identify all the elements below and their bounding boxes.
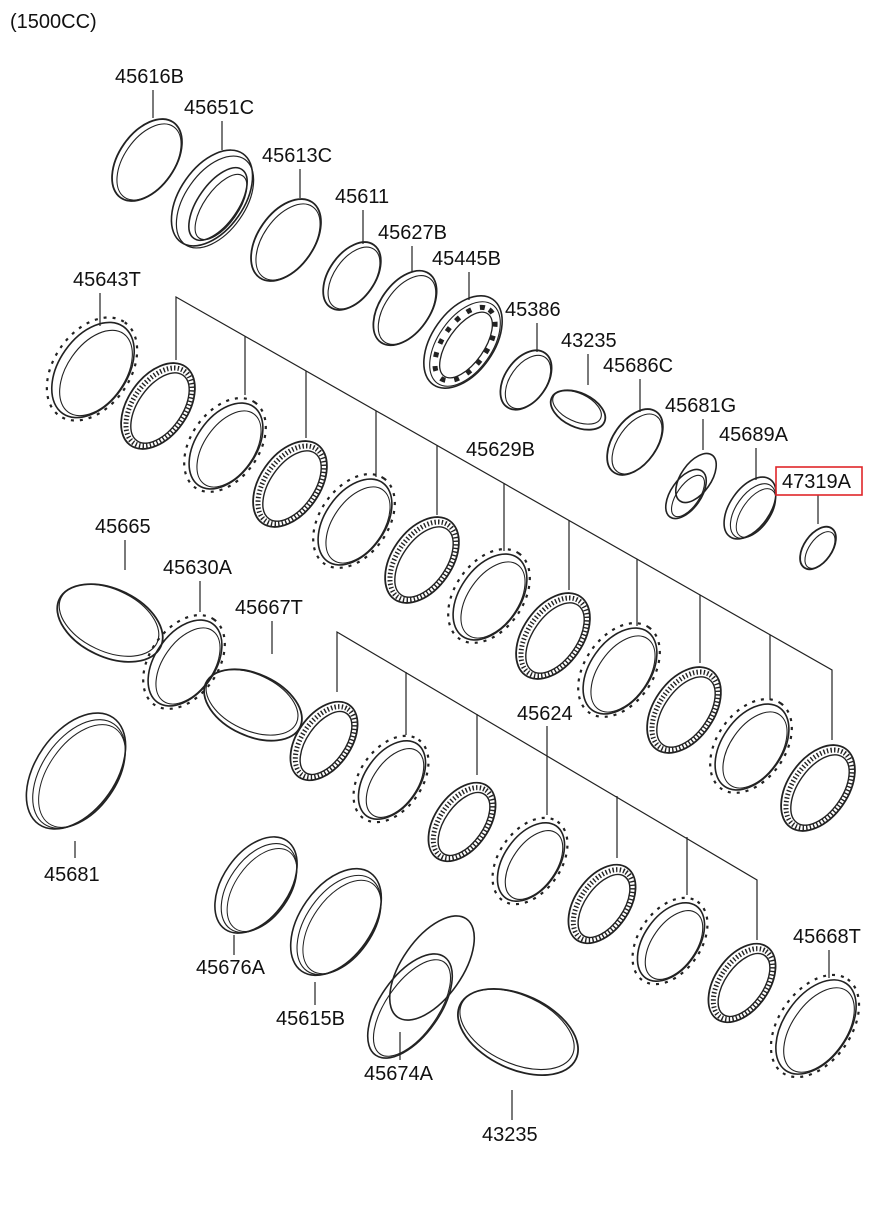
part-label: 45643T (73, 269, 141, 291)
part-45627b-4[interactable]: 45627B (360, 222, 449, 357)
clutch-plate-45624-4[interactable] (555, 852, 650, 955)
clutch-plate-45624-0[interactable] (277, 689, 372, 792)
part-label: 45668T (793, 926, 861, 948)
part-45667t-16[interactable]: 45667T (193, 597, 313, 755)
part-label: 45445B (432, 248, 501, 270)
clutch-plate-45629b-1[interactable] (167, 383, 282, 507)
clutch-plate-45624-5[interactable] (617, 884, 723, 998)
part-43235-22[interactable]: 43235 (444, 971, 591, 1146)
part-label: 45629B (466, 439, 535, 461)
clutch-plate-45629b-4[interactable] (370, 503, 474, 616)
clutch-plate-45629b-0[interactable] (106, 349, 210, 462)
clutch-plate-45629b-10[interactable] (766, 731, 870, 844)
part-label: 45613C (262, 145, 332, 167)
part-label: 45681 (44, 864, 100, 886)
part-label: 45630A (163, 557, 233, 579)
part-label: 43235 (482, 1124, 538, 1146)
part-45681g-9[interactable]: 45681G (658, 395, 737, 526)
clutch-plate-45629b-9[interactable] (693, 684, 808, 808)
part-45624-17[interactable]: 45624 (277, 689, 790, 1034)
clutch-plate-45624-1[interactable] (338, 722, 444, 836)
clutch-plate-45629b-2[interactable] (238, 427, 342, 540)
part-43235-7[interactable]: 43235 (545, 330, 617, 438)
part-45386-6[interactable]: 45386 (490, 299, 562, 419)
clutch-plate-45629b-6[interactable] (501, 579, 605, 692)
clutch-plate-45624-3[interactable] (477, 804, 583, 918)
highlight-box (775, 466, 863, 496)
part-45615b-20[interactable]: 45615B (272, 852, 400, 1030)
part-45686c-8[interactable]: 45686C (596, 355, 674, 485)
part-45611-3[interactable]: 45611 (311, 186, 392, 320)
part-45629b-13[interactable]: 45629B (106, 349, 870, 844)
clutch-plate-45629b-7[interactable] (561, 608, 676, 732)
part-45676a-19[interactable]: 45676A (196, 822, 314, 979)
part-label: 45386 (505, 299, 561, 321)
part-label: 45615B (276, 1008, 345, 1030)
part-45445b-5[interactable]: 45445B (408, 248, 518, 402)
part-label: 45624 (517, 703, 573, 725)
variant-label: (1500CC) (10, 11, 97, 33)
clutch-plate-45629b-3[interactable] (296, 459, 411, 583)
part-45689a-10[interactable]: 45689A (714, 424, 789, 548)
clutch-plate-45624-6[interactable] (695, 931, 790, 1034)
part-label: 45651C (184, 97, 254, 119)
part-label: 43235 (561, 330, 617, 352)
part-label: 45665 (95, 516, 151, 538)
part-label: 45676A (196, 957, 266, 979)
clutch-plate-45629b-5[interactable] (431, 534, 546, 658)
part-45643t-12[interactable]: 45643T (28, 269, 156, 437)
part-label: 45681G (665, 395, 736, 417)
part-label: 45616B (115, 66, 184, 88)
clutch-plate-45629b-8[interactable] (632, 653, 736, 766)
part-label: 45674A (364, 1063, 434, 1085)
part-label: 45627B (378, 222, 447, 244)
part-label: 45667T (235, 597, 303, 619)
part-45651c-1[interactable]: 45651C (155, 97, 270, 262)
group-leader-upper (175, 295, 833, 740)
part-45613c-2[interactable]: 45613C (237, 145, 336, 294)
clutch-plate-45624-2[interactable] (415, 770, 510, 873)
part-45616b-0[interactable]: 45616B (98, 66, 197, 214)
part-45681-18[interactable]: 45681 (6, 695, 146, 886)
part-label: 45686C (603, 355, 673, 377)
part-47319a-11[interactable]: 47319A (782, 471, 852, 576)
part-45630a-15[interactable]: 45630A (126, 557, 241, 724)
part-45668t-23[interactable]: 45668T (753, 926, 877, 1093)
part-label: 45689A (719, 424, 789, 446)
part-label: 47319A (782, 471, 852, 493)
part-45674a-21[interactable]: 45674A (351, 902, 491, 1085)
part-label: 45611 (335, 186, 389, 208)
